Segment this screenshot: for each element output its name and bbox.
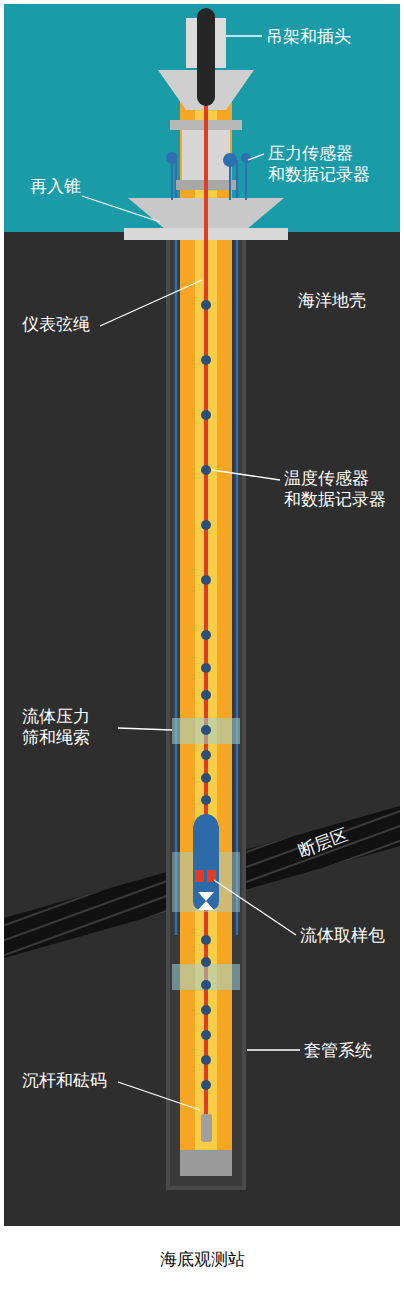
temperature-sensor-dot	[201, 575, 211, 585]
temperature-sensor-dot	[201, 957, 211, 967]
instrument-string-label: 仪表弦绳	[22, 314, 122, 335]
fluid-sampler-label: 流体取样包	[300, 925, 400, 946]
temperature-sensor-dot	[201, 980, 211, 990]
caption: 海底观测站	[0, 1248, 404, 1271]
temperature-sensor-dot	[201, 1005, 211, 1015]
temperature-sensor-dot	[201, 1055, 211, 1065]
temperature-sensor-dot	[201, 1030, 211, 1040]
temperature-sensor-dot	[201, 1080, 211, 1090]
hanger-label: 吊架和插头	[266, 26, 396, 47]
temperature-sensor-dot	[201, 465, 211, 475]
pressure-sensor-label: 压力传感器 和数据记录器	[268, 143, 398, 186]
temperature-sensor-dot	[201, 750, 211, 760]
temperature-sensor-dot	[201, 690, 211, 700]
temperature-sensor-dot	[201, 300, 211, 310]
temperature-sensor-dot	[201, 410, 211, 420]
reentry-cone-label: 再入锥	[30, 176, 130, 197]
temperature-sensor-dot	[201, 725, 211, 735]
temperature-sensor-dot	[201, 663, 211, 673]
temperature-sensor-dot	[201, 520, 211, 530]
temperature-sensor-dot	[201, 355, 211, 365]
temperature-sensor-dot	[201, 773, 211, 783]
casing-label: 套管系统	[304, 1040, 400, 1061]
temperature-sensor-dot	[201, 630, 211, 640]
temperature-sensor-dot	[201, 795, 211, 805]
temperature-sensor-label: 温度传感器 和数据记录器	[284, 468, 400, 511]
crust-label: 海洋地壳	[298, 290, 398, 311]
temperature-sensor-dot	[201, 935, 211, 945]
sinker-bar-label: 沉杆和砝码	[22, 1070, 122, 1091]
screen-label: 流体压力 筛和绳索	[22, 706, 122, 749]
